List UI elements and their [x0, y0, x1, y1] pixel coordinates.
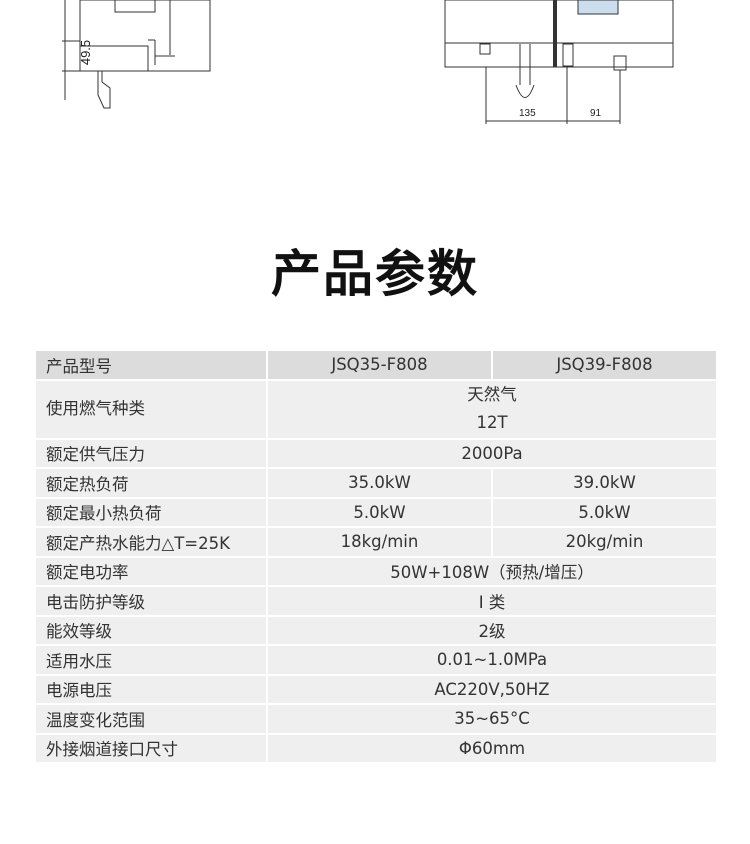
page-title: 产品参数	[271, 245, 479, 303]
table-row: 使用燃气种类 天然气 12T	[34, 378, 718, 440]
row-value: AC220V,50HZ	[266, 673, 718, 705]
dimension-label-135: 135	[519, 108, 536, 119]
gas-code: 12T	[476, 413, 508, 432]
product-dimension-drawing	[62, 0, 674, 124]
model-name: JSQ35-F808	[266, 349, 493, 381]
row-value: 20kg/min	[490, 526, 719, 558]
row-value: 5.0kW	[490, 496, 719, 528]
row-label: 外接烟道接口尺寸	[34, 732, 268, 764]
row-label: 额定供气压力	[34, 437, 268, 469]
row-value: 18kg/min	[266, 526, 493, 558]
row-label: 额定电功率	[34, 555, 268, 587]
row-label: 额定产热水能力△T=25K	[34, 526, 268, 558]
row-value: 5.0kW	[266, 496, 493, 528]
row-label: 使用燃气种类	[34, 378, 268, 440]
row-value: 0.01~1.0MPa	[266, 644, 718, 676]
row-label: 温度变化范围	[34, 703, 268, 735]
row-value: Φ60mm	[266, 732, 718, 764]
side-view	[62, 0, 211, 109]
dimension-label-91: 91	[590, 108, 602, 119]
row-value: 35.0kW	[266, 467, 493, 499]
header-label: 产品型号	[34, 349, 268, 381]
row-value: 天然气 12T	[266, 378, 718, 440]
row-value: 35~65°C	[266, 703, 718, 735]
spec-table: 产品型号 JSQ35-F808 JSQ39-F808 使用燃气种类 天然气 12T…	[34, 349, 719, 764]
row-value: 50W+108W（预热/增压）	[266, 555, 718, 587]
table-header-row: 产品型号 JSQ35-F808 JSQ39-F808	[34, 349, 719, 381]
row-value: 39.0kW	[490, 467, 719, 499]
row-label: 能效等级	[34, 614, 268, 646]
front-view	[444, 0, 674, 124]
row-label: 额定热负荷	[34, 467, 268, 499]
row-value: 2000Pa	[266, 437, 718, 469]
row-value: 2级	[266, 614, 718, 646]
row-label: 电源电压	[34, 673, 268, 705]
row-label: 额定最小热负荷	[34, 496, 268, 528]
dimension-label-height: 49.5	[78, 39, 94, 66]
row-value: I 类	[266, 585, 718, 617]
row-label: 电击防护等级	[34, 585, 268, 617]
row-label: 适用水压	[34, 644, 268, 676]
model-name: JSQ39-F808	[490, 349, 719, 381]
gas-type: 天然气	[467, 385, 517, 404]
